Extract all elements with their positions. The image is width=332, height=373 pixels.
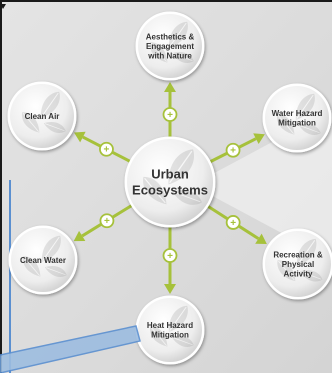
plus-symbol: + [104,145,110,156]
plus-symbol: + [104,216,110,227]
corner-marker-icon [0,4,6,9]
aesthetics-label-line: with Nature [147,51,192,60]
center-label-line: Ecosystems [132,183,208,198]
clean-water-label-line: Clean Water [20,256,66,265]
heat-hazard-label-line: Mitigation [151,331,189,340]
node-circle [265,86,329,150]
node-circle [11,228,75,292]
service-node-clean-air: Clean Air [7,81,77,151]
arrowhead-icon [73,131,86,143]
leaf-icon [149,42,168,63]
plus-symbol: + [230,218,236,229]
arrowhead-icon [164,82,176,92]
leaf-icon [171,52,194,63]
arrowhead-icon [253,133,265,145]
water-hazard-label-line: Mitigation [278,119,316,128]
plus-badge-icon [162,248,178,263]
leaf-icon [21,112,40,133]
node-circle [138,298,202,362]
aesthetics-label-line: Engagement [146,42,194,51]
leaf-icon [44,266,67,277]
leaf-icon [168,149,194,185]
recreation-label-line: Physical [282,260,314,269]
aesthetics-label-line: Aesthetics & [146,32,195,41]
plus-symbol: + [167,110,173,121]
node-circle [265,231,331,297]
leaf-icon [296,238,317,266]
leaf-icon [298,124,321,135]
center-label-line: Urban [151,167,189,182]
recreation-label-line: Recreation & [273,250,323,259]
node-circle [127,139,213,225]
recreation-label-line: Activity [284,269,313,278]
highlight-bar [0,325,141,373]
clean-air-label-line: Clean Air [25,112,60,121]
arrowhead-icon [73,230,86,242]
leaf-icon [22,256,41,277]
arrowhead-icon [255,233,267,245]
leaf-icon [299,270,323,282]
node-circle [10,84,74,148]
leaf-icon [149,326,168,347]
leaf-icon [43,122,66,133]
leaf-icon [172,190,202,205]
leaf-icon [171,336,194,347]
leaf-icon [277,260,296,282]
connectors: + + + + + + [73,82,267,294]
plus-badge-icon [225,142,241,158]
heat-hazard-label-line: Heat Hazard [147,321,193,330]
plus-badge-icon [225,215,241,230]
water-hazard-label-line: Water Hazard [272,109,323,118]
plus-badge-icon [99,141,114,157]
plus-symbol: + [230,146,236,157]
service-node-clean-water: Clean Water [8,225,78,295]
leaf-icon [40,91,60,118]
plus-badge-icon [99,213,115,229]
node-circle [138,14,202,78]
leaf-icon [168,21,188,48]
leaf-icon [168,305,188,332]
arrowhead-icon [164,284,176,294]
plus-badge-icon [162,107,178,122]
leaf-icon [276,114,295,135]
leaf-icon [41,235,61,262]
plus-symbol: + [167,251,173,262]
leaf-icon [143,176,167,205]
leaf-icon [295,93,315,120]
